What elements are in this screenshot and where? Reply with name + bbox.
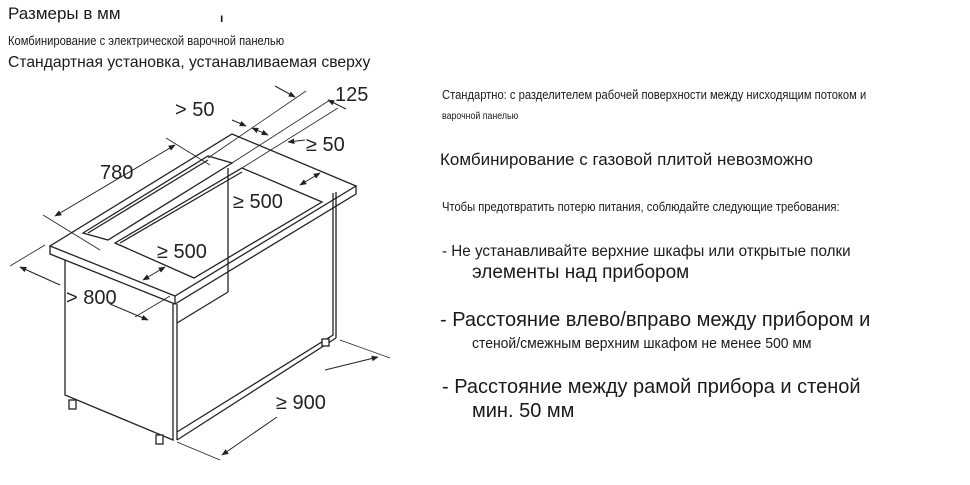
foot	[155, 434, 164, 445]
marker: ı	[220, 11, 224, 25]
requirement-2b: стеной/смежным верхним шкафом не менее 5…	[472, 335, 812, 352]
cabinet-left-side	[64, 260, 174, 441]
dim-gap-left: > 50	[175, 99, 215, 121]
requirement-2a: - Расстояние влево/вправо между прибором…	[440, 309, 871, 331]
dim-cutout-front: ≥ 500	[157, 241, 207, 263]
requirement-3a: - Расстояние между рамой прибора и стено…	[442, 376, 861, 398]
cabinet-right-side	[176, 193, 334, 433]
dim-900: ≥ 900	[276, 392, 326, 414]
note-power: Чтобы предотвратить потерю питания, собл…	[442, 199, 840, 214]
installation-type: Стандартная установка, устанавливаемая с…	[8, 54, 371, 71]
dimensions-title: Размеры в мм	[8, 4, 121, 23]
dim-gap-right: ≥ 50	[306, 134, 345, 156]
hob-cutout	[113, 167, 324, 279]
foot	[321, 338, 330, 347]
combination-subtitle: Комбинирование с электрической варочной …	[8, 33, 285, 48]
note-gas: Комбинирование с газовой плитой невозмож…	[440, 150, 813, 169]
dim-cutout-depth: ≥ 500	[233, 191, 283, 213]
dim-125: 125	[335, 84, 369, 106]
requirement-1b: элементы над прибором	[472, 262, 690, 283]
dim-780: 780	[100, 162, 134, 184]
requirement-1a: - Не устанавливайте верхние шкафы или от…	[442, 243, 851, 260]
note-standard: Стандартно: с разделителем рабочей повер…	[442, 87, 867, 102]
dim-800: > 800	[66, 287, 117, 309]
note-standard-cont: варочной панелью	[442, 111, 519, 122]
foot	[68, 399, 77, 410]
requirement-3b: мин. 50 мм	[472, 400, 575, 422]
